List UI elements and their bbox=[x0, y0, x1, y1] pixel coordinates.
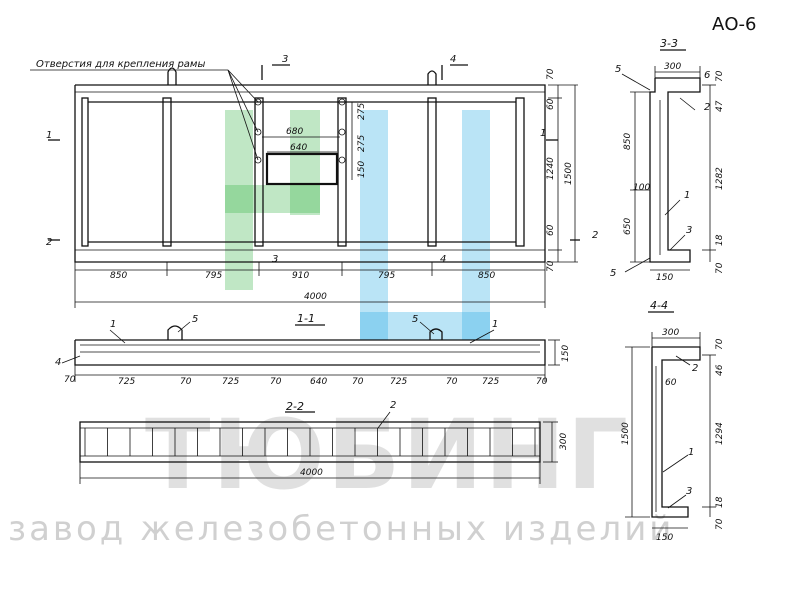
s33-top-dim-70: 70 bbox=[715, 70, 725, 82]
cut-mark-2-right: 2 bbox=[592, 230, 598, 241]
cut-mark-4-top: 4 bbox=[450, 54, 456, 65]
section-2-2-title: 2-2 bbox=[286, 400, 304, 413]
s33-callout-5-top: 5 bbox=[615, 64, 621, 75]
watermark-tagline: завод железобетонных изделий bbox=[8, 509, 674, 549]
watermark-brand: ТЮБИНГ bbox=[145, 399, 630, 511]
cut-mark-1-right: 1 bbox=[540, 128, 546, 139]
dim-opening-640: 640 bbox=[290, 143, 307, 153]
section-1-1-callout-4: 4 bbox=[55, 357, 61, 368]
dim-opening-680: 680 bbox=[286, 127, 303, 137]
note-label: Отверстия для крепления рамы bbox=[36, 59, 205, 70]
section-4-4-view bbox=[625, 311, 716, 529]
s11-height: 150 bbox=[561, 345, 571, 362]
s11-dim-10: 70 bbox=[536, 377, 548, 387]
s44-bottom-width: 150 bbox=[656, 533, 673, 543]
product-code: АО-6 bbox=[712, 14, 756, 35]
section-1-1-callout-5-right: 5 bbox=[412, 314, 418, 325]
cut-mark-4-bottom: 4 bbox=[440, 254, 446, 265]
s33-right-dim-70: 70 bbox=[715, 262, 725, 274]
front-view bbox=[30, 64, 580, 308]
dim-side-150: 150 bbox=[357, 161, 367, 178]
s33-top-width: 300 bbox=[664, 62, 681, 72]
s11-dim-2: 70 bbox=[180, 377, 192, 387]
s11-dim-4: 70 bbox=[270, 377, 282, 387]
dim-right-1240: 1240 bbox=[546, 157, 556, 180]
section-1-1-callout-1-left: 1 bbox=[110, 319, 116, 330]
s44-callout-3: 3 bbox=[686, 486, 692, 497]
s33-top-dim-47: 47 bbox=[715, 100, 725, 112]
dim-795-right: 795 bbox=[378, 271, 395, 281]
dim-right-70-bottom: 70 bbox=[546, 260, 556, 272]
s11-dim-5: 640 bbox=[310, 377, 327, 387]
section-4-4-title: 4-4 bbox=[650, 299, 668, 312]
s33-callout-6: 6 bbox=[704, 70, 710, 81]
s44-right-dim-1294: 1294 bbox=[715, 422, 725, 445]
dim-right-70-top: 70 bbox=[546, 68, 556, 80]
section-3-3-view bbox=[621, 49, 716, 273]
s22-height: 300 bbox=[559, 433, 569, 450]
section-1-1-callout-1-right: 1 bbox=[492, 319, 498, 330]
s11-dim-3: 725 bbox=[222, 377, 239, 387]
s11-dim-7: 725 bbox=[390, 377, 407, 387]
dim-overall-width: 4000 bbox=[304, 292, 327, 302]
cut-mark-3-top: 3 bbox=[282, 54, 288, 65]
cut-mark-1-left: 1 bbox=[46, 130, 52, 141]
dim-side-275-top: 275 bbox=[357, 103, 367, 120]
s33-callout-1: 1 bbox=[684, 190, 690, 201]
s44-mid-dim: 60 bbox=[665, 378, 677, 388]
s44-right-dim-70: 70 bbox=[715, 518, 725, 530]
dim-overall-height: 1500 bbox=[564, 162, 574, 185]
section-1-1-title: 1-1 bbox=[297, 312, 315, 325]
s44-callout-1: 1 bbox=[688, 447, 694, 458]
s33-callout-3: 3 bbox=[686, 225, 692, 236]
dim-850-left: 850 bbox=[110, 271, 127, 281]
s44-top-width: 300 bbox=[662, 328, 679, 338]
s33-left-dim-850: 850 bbox=[623, 133, 633, 150]
s11-dim-8: 70 bbox=[446, 377, 458, 387]
s33-left-dim-650: 650 bbox=[623, 218, 633, 235]
dim-910: 910 bbox=[292, 271, 309, 281]
s33-right-dim-18: 18 bbox=[715, 234, 725, 246]
section-2-2-view bbox=[79, 411, 558, 484]
s11-dim-1: 725 bbox=[118, 377, 135, 387]
dim-right-60-top: 60 bbox=[546, 98, 556, 110]
dim-side-275-bottom: 275 bbox=[357, 135, 367, 152]
s33-mid-dim: 100 bbox=[633, 183, 650, 193]
s44-top-dim-46: 46 bbox=[715, 364, 725, 376]
cut-mark-2-left: 2 bbox=[46, 237, 52, 248]
s11-dim-0: 70 bbox=[64, 375, 76, 385]
cut-mark-3-bottom: 3 bbox=[272, 254, 278, 265]
section-1-1-callout-5-left: 5 bbox=[192, 314, 198, 325]
s44-callout-2: 2 bbox=[692, 363, 698, 374]
s33-bottom-width: 150 bbox=[656, 273, 673, 283]
s33-callout-5-bottom: 5 bbox=[610, 268, 616, 279]
s44-left-dim: 1500 bbox=[621, 422, 631, 445]
s33-callout-2: 2 bbox=[704, 102, 710, 113]
section-1-1-view bbox=[61, 321, 560, 382]
s44-right-dim-18: 18 bbox=[715, 496, 725, 508]
s11-dim-9: 725 bbox=[482, 377, 499, 387]
dim-right-60-bottom: 60 bbox=[546, 224, 556, 236]
section-3-3-title: 3-3 bbox=[660, 37, 678, 50]
s22-width: 4000 bbox=[300, 468, 323, 478]
s44-top-dim-70: 70 bbox=[715, 338, 725, 350]
s11-dim-6: 70 bbox=[352, 377, 364, 387]
dim-850-right: 850 bbox=[478, 271, 495, 281]
section-2-2-callout-2: 2 bbox=[390, 400, 396, 411]
dim-795-left: 795 bbox=[205, 271, 222, 281]
s33-right-dim-1282: 1282 bbox=[715, 167, 725, 190]
